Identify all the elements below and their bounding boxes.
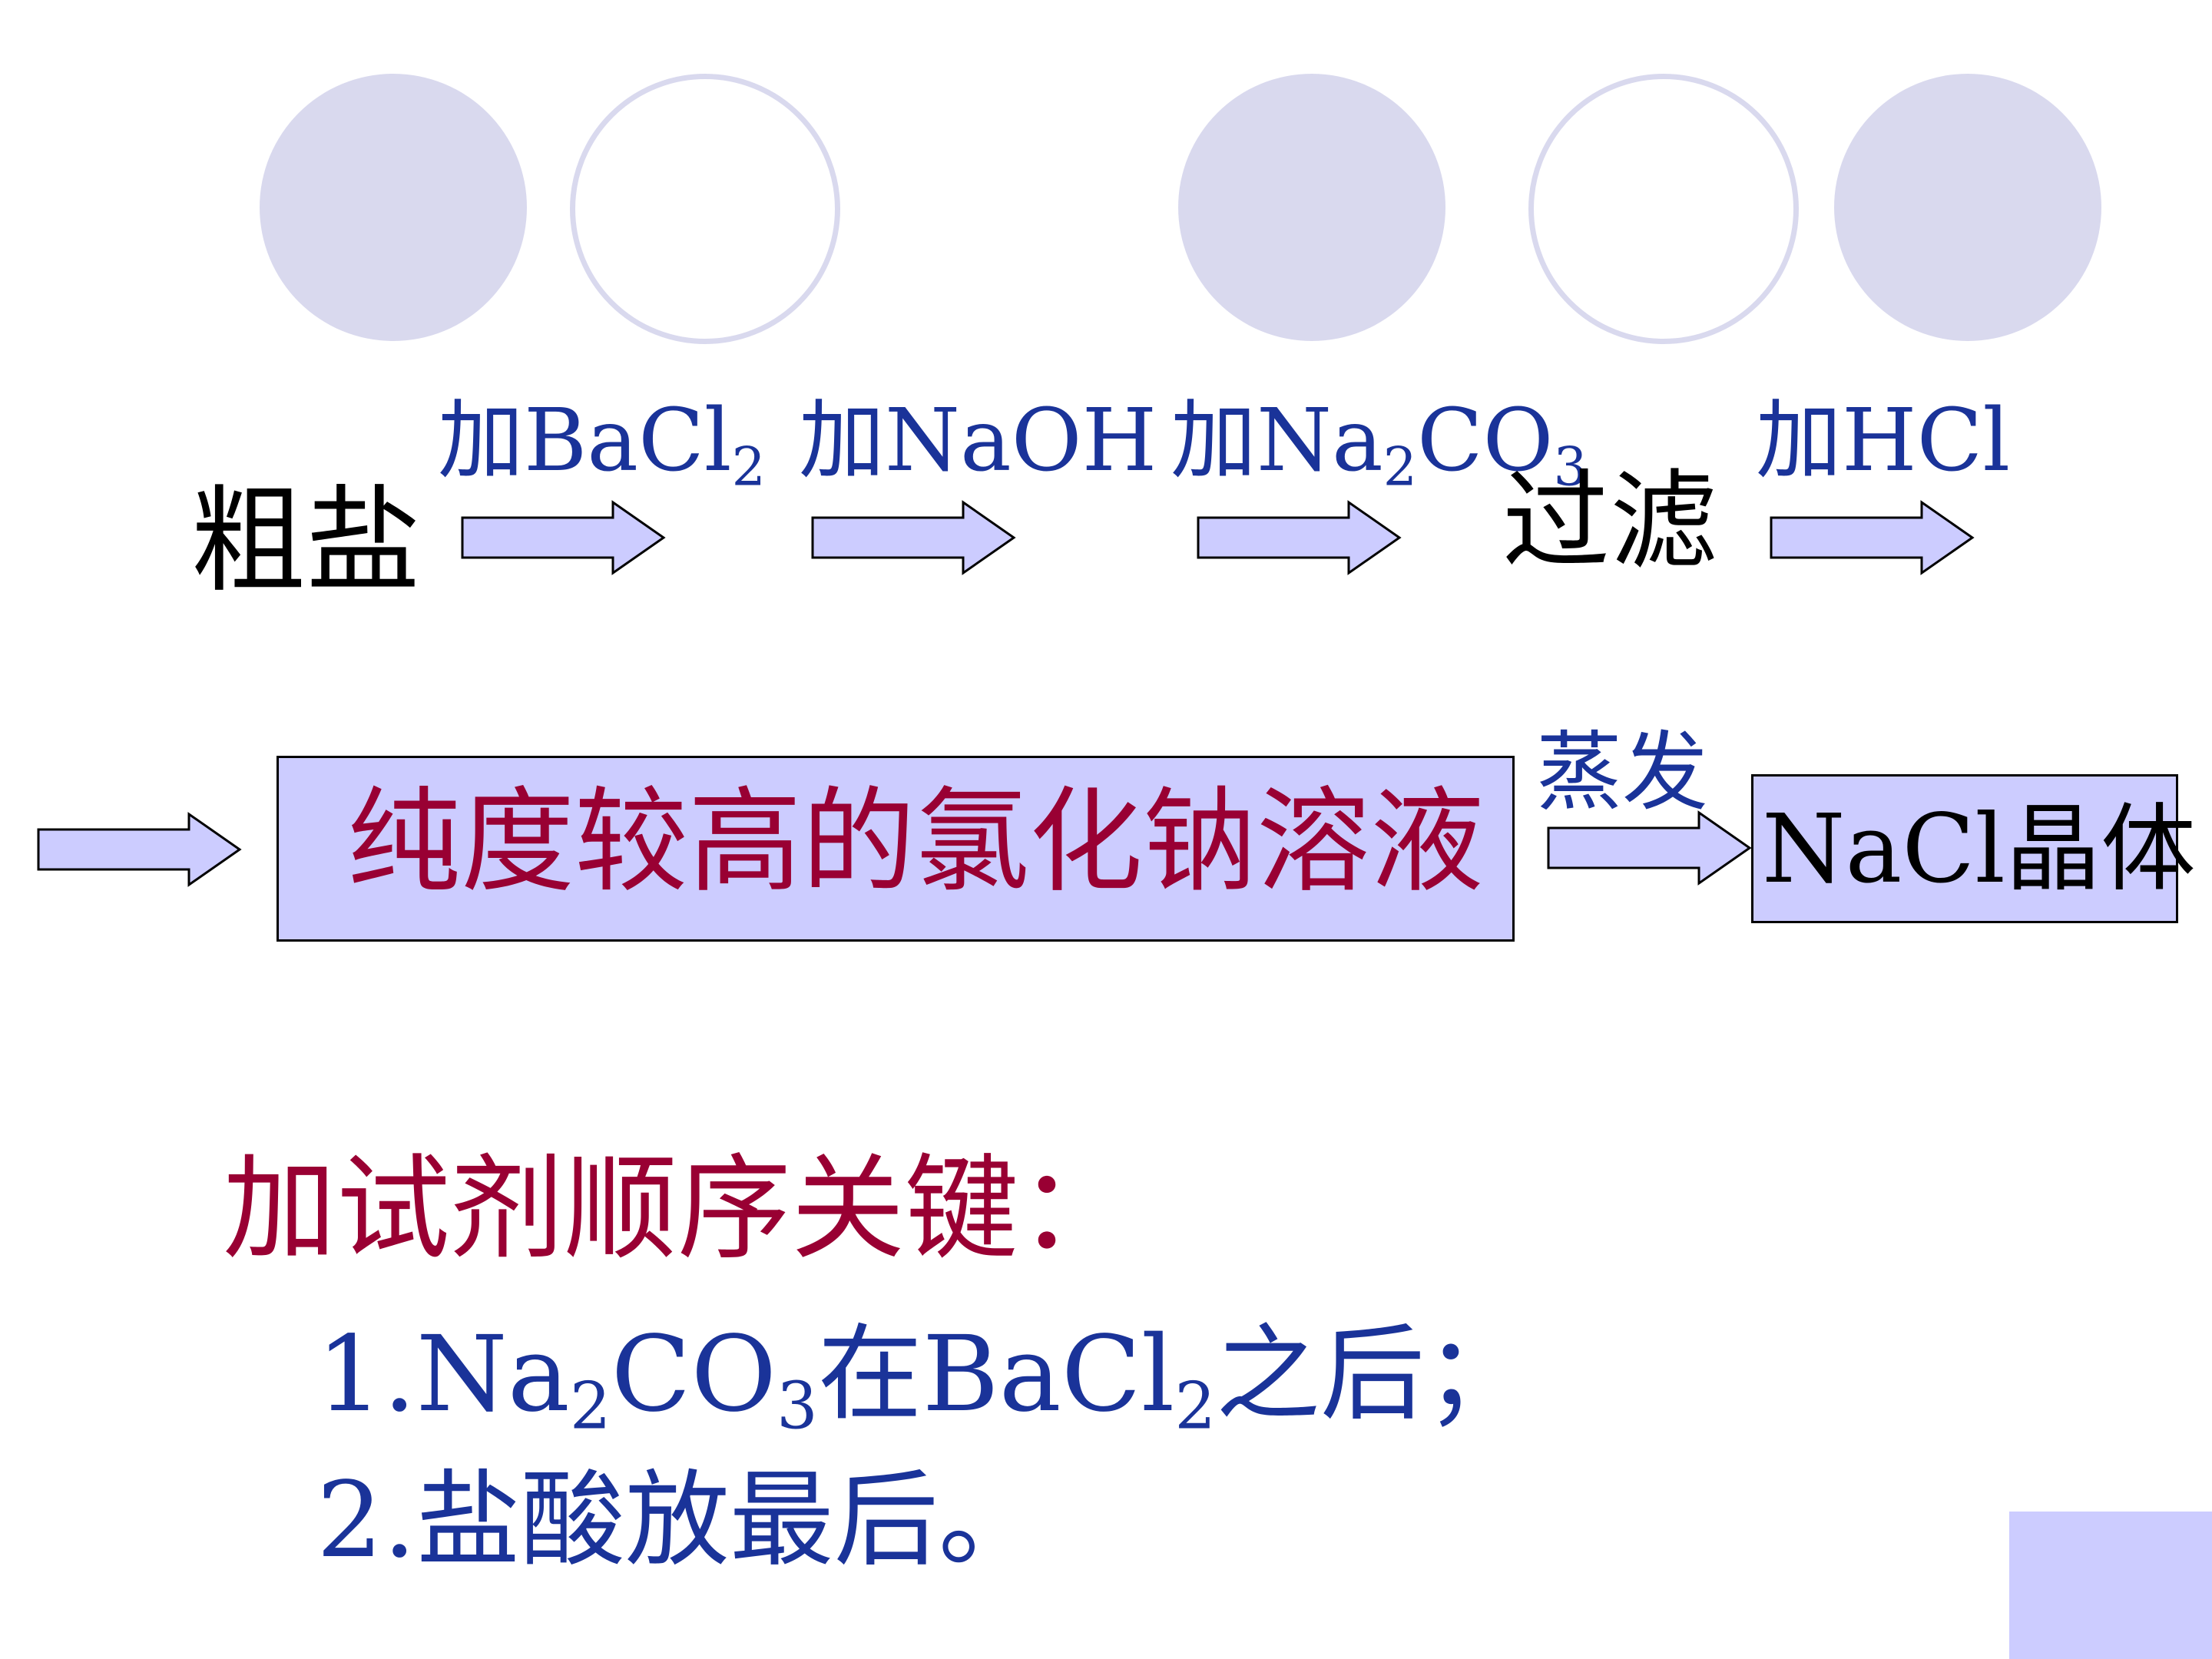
notes-item-2: 2.盐酸放最后。 <box>316 1460 1043 1581</box>
nacl-crystal-box <box>1751 774 2178 923</box>
decor-circle-3 <box>1178 74 1445 341</box>
step-bacl2-subscript: 2 <box>731 436 766 498</box>
decor-circle-2 <box>570 74 840 344</box>
step-naoh-label: 加NaOH <box>799 391 1157 491</box>
notes-item-1-bacl: BaCl <box>922 1314 1175 1435</box>
filter-label: 过滤 <box>1502 459 1718 584</box>
step-bacl2-label: 加BaCl2 <box>438 398 766 494</box>
decor-circle-4 <box>1528 74 1799 344</box>
decor-circle-5 <box>1834 74 2101 341</box>
nacl-crystal-label: NaCl晶体 <box>1762 794 2196 905</box>
notes-item-1-co: CO <box>611 1314 777 1435</box>
notes-item-1-num: 1. <box>316 1314 416 1435</box>
step-na2co3-na: Na <box>1257 391 1383 491</box>
evaporate-label: 蒸发 <box>1536 723 1708 823</box>
notes-item-1-sub2: 3 <box>777 1368 818 1444</box>
decor-circle-1 <box>260 74 527 341</box>
crude-salt-label: 粗盐 <box>190 475 422 608</box>
notes-item-1-sub1: 2 <box>569 1368 611 1444</box>
step-bacl2-prefix: 加 <box>438 391 524 491</box>
step-hcl-label: 加HCl <box>1756 391 2011 491</box>
arrow-3 <box>1197 500 1402 575</box>
notes-item-1-na: Na <box>416 1314 570 1435</box>
solution-label: 纯度较高的氯化钠溶液 <box>347 776 1484 908</box>
arrow-1 <box>461 500 666 575</box>
arrow-4 <box>1770 500 1975 575</box>
arrow-2 <box>811 500 1016 575</box>
step-na2co3-prefix: 加 <box>1171 391 1257 491</box>
arrow-5 <box>37 812 242 887</box>
step-na2co3-sub2: 3 <box>1553 436 1588 498</box>
notes-item-1-tail: 之后； <box>1215 1314 1529 1435</box>
notes-item-1-mid: 在 <box>817 1314 922 1435</box>
step-na2co3-co: CO <box>1416 391 1554 491</box>
notes-item-1-sub3: 2 <box>1174 1368 1216 1444</box>
arrow-6 <box>1547 810 1752 886</box>
step-na2co3-label: 加Na2CO3 <box>1171 398 1588 494</box>
corner-square <box>2009 1512 2212 1659</box>
step-na2co3-sub1: 2 <box>1382 436 1417 498</box>
notes-heading: 加试剂顺序关键： <box>223 1143 1132 1275</box>
solution-box <box>276 756 1515 942</box>
notes-item-1: 1.Na2CO3在BaCl2之后； <box>316 1323 1529 1439</box>
step-bacl2-formula: BaCl <box>524 391 732 491</box>
